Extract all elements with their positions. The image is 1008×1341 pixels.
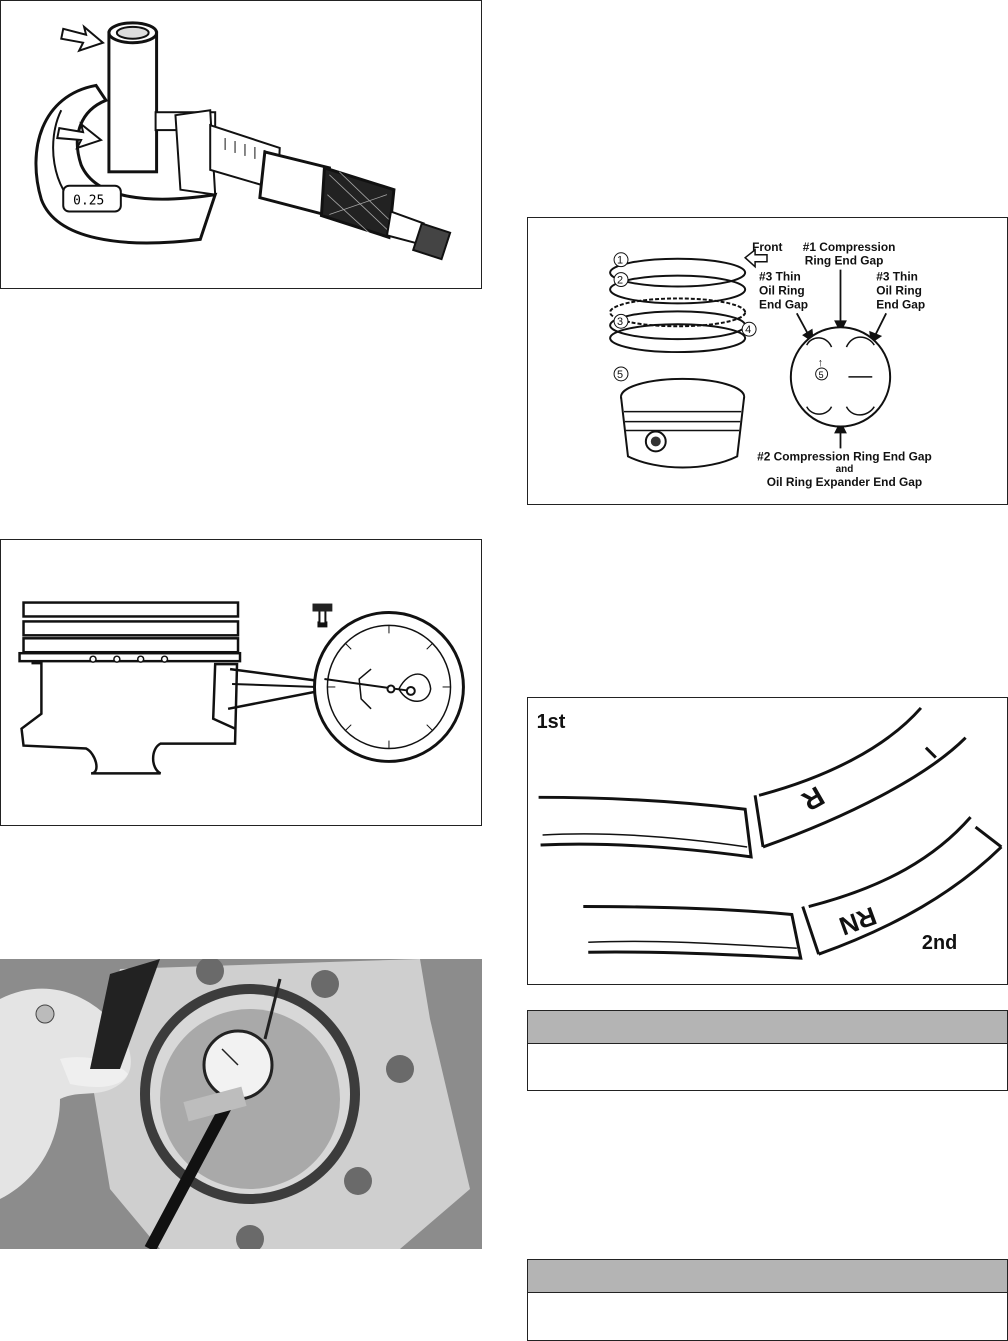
first-ring-mark: R [797,780,830,817]
first-ring-label: 1st [537,711,566,733]
comp1-label-line2: Ring End Gap [805,254,884,268]
front-label: Front [752,240,782,254]
gauge-knob [312,603,333,612]
arrow-icon [56,121,104,150]
comp1-label-line1: #1 Compression [803,240,896,254]
note-body-1 [528,1044,1007,1060]
piston-measurement-figure [0,539,482,826]
ring-end-gap-figure: 1 2 3 4 5 Front #1 Compression Ring End … [527,217,1008,505]
second-ring-label: 2nd [922,932,957,954]
cylinder-bore-photo-illustration [0,959,482,1249]
head-mark-label: 5 [819,370,824,380]
note-body-2 [528,1293,1007,1309]
arrow-icon [60,24,105,53]
callout-4: 4 [745,324,751,336]
thin-right-line3: End Gap [876,297,925,311]
cylinder-bore-photo [0,959,482,1249]
ring-end-gap-diagram: 1 2 3 4 5 Front #1 Compression Ring End … [609,240,932,489]
thin-left-line2: Oil Ring [759,283,805,297]
piston-pin [107,31,159,174]
callout-5: 5 [617,369,623,381]
note-box-1 [527,1010,1008,1091]
callout-2: 2 [617,275,623,287]
micrometer-illustration: 0.25 [34,21,452,261]
ring-marks-figure: 1st R RN 2nd [527,697,1008,985]
gauge-needle [324,678,411,692]
note-header-2 [528,1260,1007,1293]
piston-gauge-illustration [18,601,465,775]
bottom-label-line1: #2 Compression Ring End Gap [757,449,932,463]
front-arrow-icon [744,248,768,269]
callout-1: 1 [617,255,623,267]
thin-right-line2: Oil Ring [876,283,922,297]
callout-3: 3 [617,316,623,328]
micrometer-figure: 0.25 [0,0,482,289]
knurled-thimble [319,165,396,240]
piston-top-view [789,326,892,428]
micrometer-display [62,184,122,213]
bottom-label-line3: Oil Ring Expander End Gap [767,475,922,489]
note-box-2 [527,1259,1008,1341]
note-header-1 [528,1011,1007,1044]
svg-text:↑: ↑ [818,357,823,369]
thin-left-line3: End Gap [759,297,808,311]
ring-marks-diagram: 1st R RN 2nd [537,706,1003,960]
thin-right-line1: #3 Thin [876,270,918,284]
bottom-label-line2: and [836,464,854,475]
second-ring-mark: RN [835,901,880,940]
micrometer-reading: 0.25 [73,194,104,209]
thin-left-line1: #3 Thin [759,270,801,284]
